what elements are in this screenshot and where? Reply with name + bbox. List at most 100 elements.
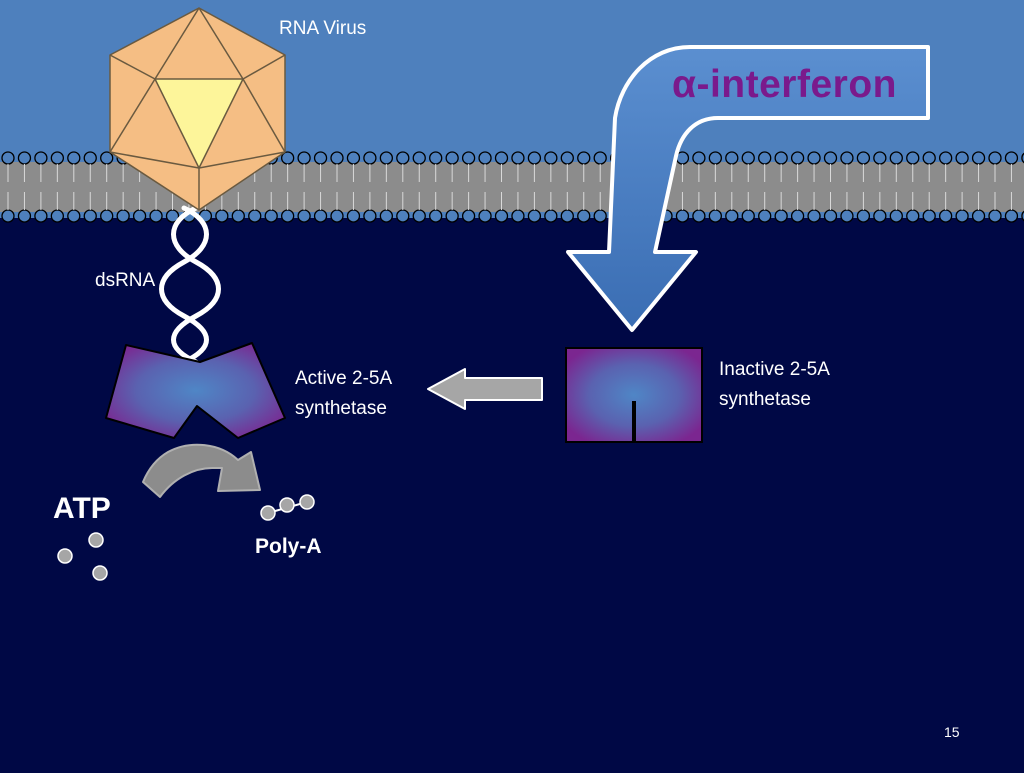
lipid-head bbox=[1021, 210, 1024, 222]
lipid-head bbox=[741, 209, 755, 223]
dsrna-label: dsRNA bbox=[95, 270, 156, 291]
lipid-head bbox=[100, 209, 114, 223]
lipid-head bbox=[939, 209, 953, 223]
lipid-head bbox=[330, 151, 344, 165]
lipid-head bbox=[1004, 151, 1019, 165]
virus-capsid-icon bbox=[109, 7, 286, 211]
lipid-head bbox=[445, 151, 459, 165]
lipid-head bbox=[17, 209, 32, 223]
lipid-head bbox=[494, 151, 509, 165]
lipid-head bbox=[50, 151, 64, 165]
lipid-head bbox=[725, 209, 739, 223]
lipid-head bbox=[577, 209, 591, 223]
active-enzyme-icon bbox=[105, 342, 286, 439]
lipid-head bbox=[560, 151, 574, 165]
lipid-head bbox=[544, 209, 558, 223]
atp-label: ATP bbox=[53, 492, 111, 525]
lipid-head bbox=[363, 209, 377, 223]
lipid-head bbox=[34, 151, 48, 165]
lipid-head bbox=[511, 209, 525, 223]
lipid-head bbox=[790, 209, 805, 223]
lipid-head bbox=[922, 151, 936, 165]
lipid-head bbox=[593, 151, 607, 165]
lipid-head bbox=[593, 209, 607, 223]
lipid-head bbox=[840, 209, 854, 223]
lipid-head bbox=[527, 151, 542, 165]
lipid-head bbox=[429, 209, 443, 223]
interferon-label: α-interferon bbox=[672, 63, 897, 106]
lipid-head bbox=[83, 209, 97, 223]
lipid-head bbox=[527, 209, 542, 223]
lipid-head bbox=[330, 209, 344, 223]
lipid-head bbox=[511, 151, 525, 165]
lipid-head bbox=[248, 209, 262, 223]
lipid-head bbox=[149, 209, 163, 223]
poly-a-chain-icon bbox=[260, 494, 315, 521]
lipid-head bbox=[264, 209, 278, 223]
lipid-head bbox=[461, 151, 476, 165]
lipid-head bbox=[758, 209, 772, 223]
lipid-head bbox=[560, 209, 574, 223]
lipid-head bbox=[708, 151, 722, 165]
reaction-arrow bbox=[142, 443, 261, 498]
lipid-head bbox=[478, 209, 492, 223]
lipid-head bbox=[363, 151, 377, 165]
lipid-head bbox=[906, 151, 920, 165]
activation-arrow bbox=[427, 368, 543, 410]
lipid-head bbox=[1, 151, 15, 165]
lipid-head bbox=[675, 209, 690, 223]
lipid-head bbox=[231, 209, 245, 223]
lipid-head bbox=[692, 209, 706, 223]
lipid-head bbox=[692, 151, 706, 165]
lipid-head bbox=[412, 151, 426, 165]
lipid-head bbox=[280, 209, 295, 223]
lipid-head bbox=[889, 151, 903, 165]
lipid-head bbox=[906, 209, 920, 223]
lipid-head bbox=[840, 151, 854, 165]
lipid-head bbox=[313, 209, 328, 223]
lipid-head bbox=[889, 209, 903, 223]
lipid-head bbox=[83, 151, 97, 165]
lipid-head bbox=[971, 151, 986, 165]
lipid-head bbox=[939, 151, 953, 165]
lipid-head bbox=[725, 151, 739, 165]
lipid-head bbox=[478, 151, 492, 165]
lipid-head bbox=[577, 151, 591, 165]
lipid-head bbox=[461, 209, 476, 223]
lipid-head bbox=[297, 209, 311, 223]
lipid-head bbox=[971, 209, 986, 223]
lipid-head bbox=[297, 151, 311, 165]
lipid-head bbox=[1, 209, 15, 223]
lipid-head bbox=[132, 209, 147, 223]
lipid-head bbox=[856, 209, 871, 223]
atp-molecules-icon bbox=[57, 532, 108, 581]
lipid-head bbox=[790, 151, 805, 165]
dsrna-helix bbox=[159, 205, 221, 365]
lipid-head bbox=[34, 209, 48, 223]
lipid-head bbox=[955, 151, 969, 165]
lipid-head bbox=[379, 209, 394, 223]
poly-a-label: Poly-A bbox=[255, 535, 322, 558]
lipid-head bbox=[823, 151, 838, 165]
lipid-head bbox=[807, 209, 821, 223]
active-enzyme-label: Active 2-5A synthetase bbox=[295, 368, 393, 419]
page-number: 15 bbox=[944, 724, 960, 740]
lipid-head bbox=[741, 151, 755, 165]
lipid-head bbox=[346, 151, 361, 165]
lipid-head bbox=[379, 151, 394, 165]
lipid-head bbox=[856, 151, 871, 165]
lipid-head bbox=[494, 209, 509, 223]
lipid-head bbox=[67, 151, 81, 165]
lipid-head bbox=[823, 209, 838, 223]
lipid-head bbox=[100, 151, 114, 165]
lipid-head bbox=[396, 209, 410, 223]
inactive-enzyme-label: Inactive 2-5A synthetase bbox=[719, 359, 830, 410]
lipid-head bbox=[346, 209, 361, 223]
lipid-head bbox=[873, 151, 887, 165]
lipid-head bbox=[412, 209, 426, 223]
lipid-head bbox=[313, 151, 328, 165]
lipid-head bbox=[445, 209, 459, 223]
lipid-head bbox=[988, 151, 1002, 165]
